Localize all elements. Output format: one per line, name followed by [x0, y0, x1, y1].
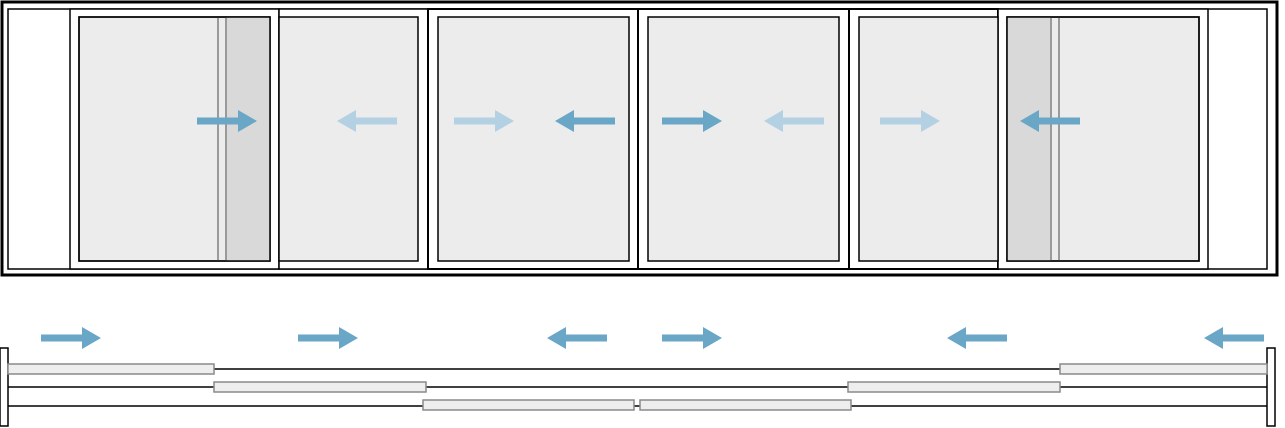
plan-arrow-right-4-icon — [662, 327, 722, 349]
elevation-arrow-left-6-icon — [764, 110, 824, 132]
elevation-arrow-left-2-icon — [337, 110, 397, 132]
glass-pane-5 — [858, 16, 999, 262]
plan-panel-1 — [7, 363, 215, 375]
plan-panel-5 — [847, 381, 1061, 393]
elevation-view — [0, 0, 1279, 277]
plan-panel-6 — [1059, 363, 1268, 375]
glass-pane-3 — [437, 16, 630, 262]
glass-pane-4 — [647, 16, 840, 262]
glass-pane-2 — [278, 16, 419, 262]
plan-arrow-left-3-icon — [547, 327, 607, 349]
plan-arrows — [41, 327, 1264, 349]
plan-arrow-right-2-icon — [298, 327, 358, 349]
elevation-arrows — [197, 110, 1080, 132]
plan-panel-2 — [213, 381, 427, 393]
plan-panel-3 — [422, 399, 635, 411]
plan-arrow-left-5-icon — [947, 327, 1007, 349]
jamb-left — [0, 347, 9, 427]
elevation-arrow-right-1-icon — [197, 110, 257, 132]
glass-stacked-left — [226, 17, 270, 261]
glass-pane-6-outline — [1006, 16, 1200, 262]
elevation-arrow-right-5-icon — [662, 110, 722, 132]
plan-panel-4 — [639, 399, 852, 411]
elevation-arrow-right-7-icon — [880, 110, 940, 132]
plan-view — [0, 327, 1276, 427]
plan-panels — [7, 363, 1268, 411]
glass-pane-1-outline — [78, 16, 271, 262]
elevation-arrow-left-4-icon — [555, 110, 615, 132]
elevation-arrow-right-3-icon — [454, 110, 514, 132]
plan-arrow-right-1-icon — [41, 327, 101, 349]
elevation-arrow-left-8-icon — [1020, 110, 1080, 132]
glass-stacked-right — [1007, 17, 1051, 261]
plan-arrow-left-6-icon — [1204, 327, 1264, 349]
jamb-right — [1266, 347, 1276, 427]
